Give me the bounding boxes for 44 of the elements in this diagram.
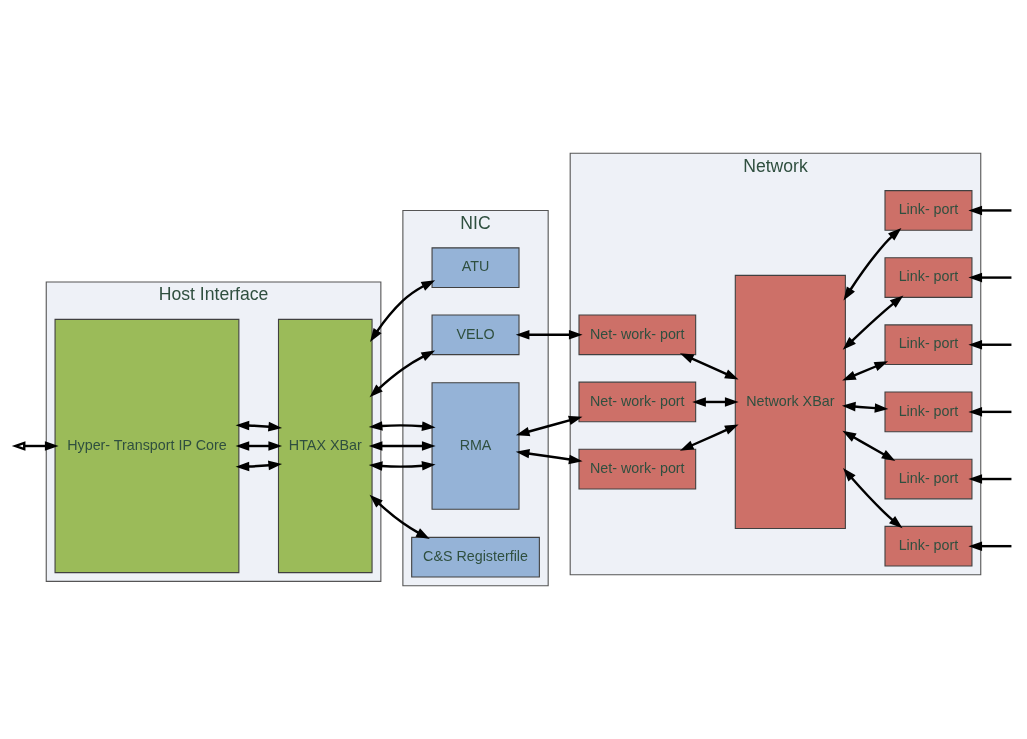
arrow [11, 441, 59, 451]
arrow [842, 430, 896, 461]
arrow [515, 330, 583, 340]
arrow [843, 467, 903, 529]
arrow [692, 397, 739, 407]
arrow [842, 295, 904, 350]
node-box: Net- work- port [578, 381, 697, 423]
arrow [368, 421, 436, 431]
node-box: C&S Registerfile [411, 536, 540, 578]
arrow [679, 424, 739, 451]
arrow [843, 227, 902, 301]
arrow [368, 461, 436, 471]
arrow [235, 460, 283, 472]
arrow [515, 415, 583, 437]
node-box: Link- port [884, 324, 973, 366]
arrow [235, 420, 283, 432]
arrow [968, 541, 1012, 551]
arrow [968, 272, 1012, 283]
node-box: HTAX XBar [277, 318, 373, 574]
arrow [968, 407, 1012, 417]
arrow [842, 361, 889, 381]
arrow [370, 280, 436, 343]
node-box: VELO [431, 314, 520, 356]
node-box: Link- port [884, 458, 973, 500]
arrow [841, 401, 889, 413]
node-box: Link- port [884, 257, 973, 298]
arrow [368, 441, 436, 451]
arrow [679, 353, 739, 380]
node-box: Link- port [884, 391, 973, 433]
node-box: Link- port [884, 525, 973, 567]
node-box: Hyper- Transport IP Core [54, 318, 240, 574]
node-box: ATU [431, 247, 520, 289]
arrow [515, 448, 583, 465]
node-box: Network XBar [734, 274, 846, 530]
node-box: Link- port [884, 190, 973, 231]
arrow [968, 339, 1012, 350]
arrow [369, 494, 430, 539]
arrow [369, 350, 436, 398]
node-box: Net- work- port [578, 314, 697, 356]
arrow [968, 474, 1012, 484]
arrow [968, 205, 1012, 216]
node-box: RMA [431, 382, 520, 510]
arrow [235, 441, 283, 451]
node-box: Net- work- port [578, 448, 697, 490]
